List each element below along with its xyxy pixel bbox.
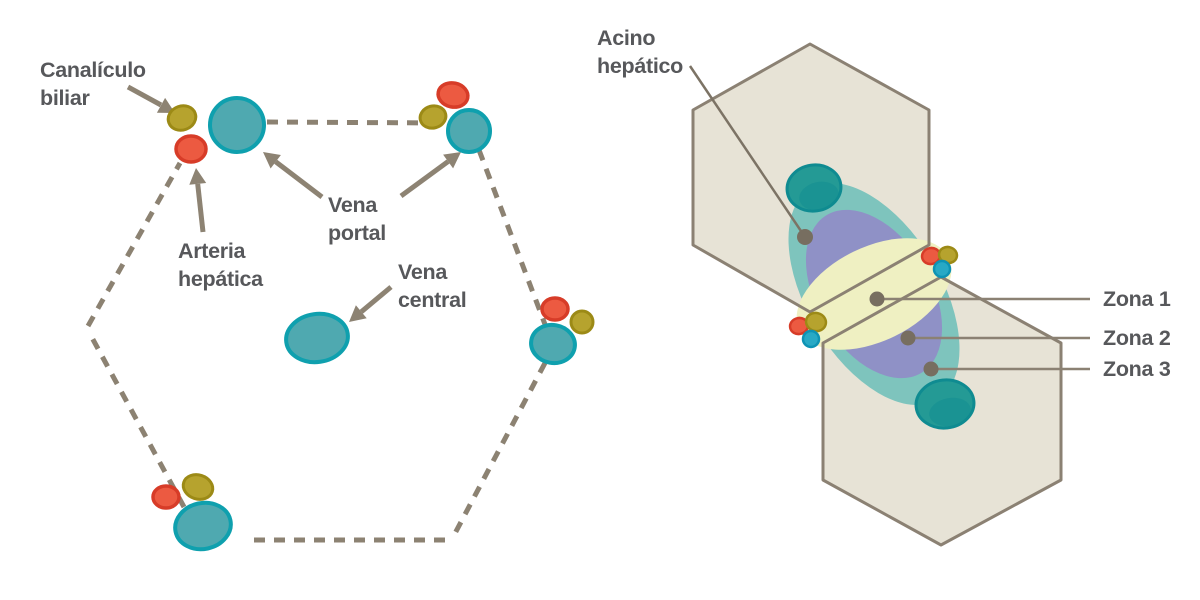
acinus-triad-right bbox=[920, 245, 959, 279]
portal-vein-blob bbox=[529, 322, 577, 366]
portal-vein-blob bbox=[173, 500, 233, 552]
acino-hepatico-label-line2: hepático bbox=[597, 54, 683, 78]
canaliculo-biliar-label-line1: Canalículo bbox=[40, 58, 146, 82]
lobule-edge-top-right bbox=[476, 149, 549, 328]
canaliculo-arrow bbox=[126, 84, 175, 113]
vena-portal-arrow-left bbox=[263, 152, 324, 199]
upper-lobule-hexagon-outline bbox=[691, 42, 931, 314]
upper-central-vein-blob bbox=[785, 163, 843, 213]
arteria-arrow bbox=[189, 168, 207, 233]
vena-central-label-line2: central bbox=[398, 288, 466, 312]
lobule-labels: Canalículo biliar Arteria hepática Vena … bbox=[40, 58, 467, 312]
zona-1-label: Zona 1 bbox=[1103, 287, 1171, 311]
vena-portal-label-line1: Vena bbox=[328, 193, 378, 217]
vena-portal-label-line2: portal bbox=[328, 221, 386, 245]
acino-pointer-line bbox=[688, 65, 807, 238]
zone1-callout-dot bbox=[869, 291, 885, 307]
vena-central-label-line1: Vena bbox=[398, 260, 448, 284]
lobule-edge-bottom-right bbox=[449, 361, 548, 541]
pointer-arrows bbox=[126, 84, 461, 322]
bile-duct-blob bbox=[166, 104, 198, 132]
acinus-diagram: Acino hepático Zona 1 Zona 2 Zona 3 bbox=[597, 26, 1171, 547]
arteria-hepatica-label-line1: Arteria bbox=[178, 239, 247, 263]
portal-triad-right bbox=[529, 296, 595, 366]
lobule-outline bbox=[85, 119, 549, 543]
portal-vein-dot bbox=[801, 329, 821, 349]
zone3-callout-dot bbox=[923, 361, 939, 377]
hepatic-artery-blob bbox=[174, 134, 208, 164]
lobule-edge-top-left bbox=[85, 161, 183, 328]
hepatic-artery-blob bbox=[151, 484, 181, 510]
zone2-callout-dot bbox=[900, 330, 916, 346]
zone-callouts bbox=[869, 291, 1090, 377]
canaliculo-biliar-label-line2: biliar bbox=[40, 86, 91, 110]
portal-triad-top-left bbox=[166, 96, 266, 164]
bile-duct-blob bbox=[569, 309, 595, 335]
hepatic-artery-blob bbox=[540, 296, 570, 322]
lobule-edge-bottom-left bbox=[87, 332, 187, 509]
arteria-hepatica-label-line2: hepática bbox=[178, 267, 264, 291]
lower-central-vein-blob bbox=[914, 378, 976, 430]
portal-triad-top-right bbox=[418, 81, 492, 154]
portal-vein-blob bbox=[446, 108, 492, 154]
lobule-diagram: Canalículo biliar Arteria hepática Vena … bbox=[40, 58, 595, 552]
hepatic-artery-blob bbox=[436, 81, 470, 109]
acino-hepatico-label-line1: Acino bbox=[597, 26, 655, 50]
lobule-edge-top bbox=[266, 119, 444, 126]
vena-central-arrow bbox=[349, 285, 393, 322]
vena-central-blob bbox=[284, 311, 350, 365]
bile-duct-blob bbox=[181, 473, 215, 501]
portal-vein-dot bbox=[932, 259, 952, 279]
vena-portal-arrow-right bbox=[399, 152, 461, 199]
portal-vein-blob bbox=[208, 96, 266, 154]
acinus-labels: Acino hepático Zona 1 Zona 2 Zona 3 bbox=[597, 26, 1171, 381]
portal-triad-bottom-left bbox=[151, 473, 233, 552]
acinus-triad-left bbox=[788, 311, 828, 349]
lower-lobule-hexagon-outline bbox=[821, 275, 1063, 547]
bile-duct-blob bbox=[418, 104, 448, 130]
acino-pointer-dot bbox=[797, 229, 813, 245]
zona-3-label: Zona 3 bbox=[1103, 357, 1171, 381]
zona-2-label: Zona 2 bbox=[1103, 326, 1171, 350]
